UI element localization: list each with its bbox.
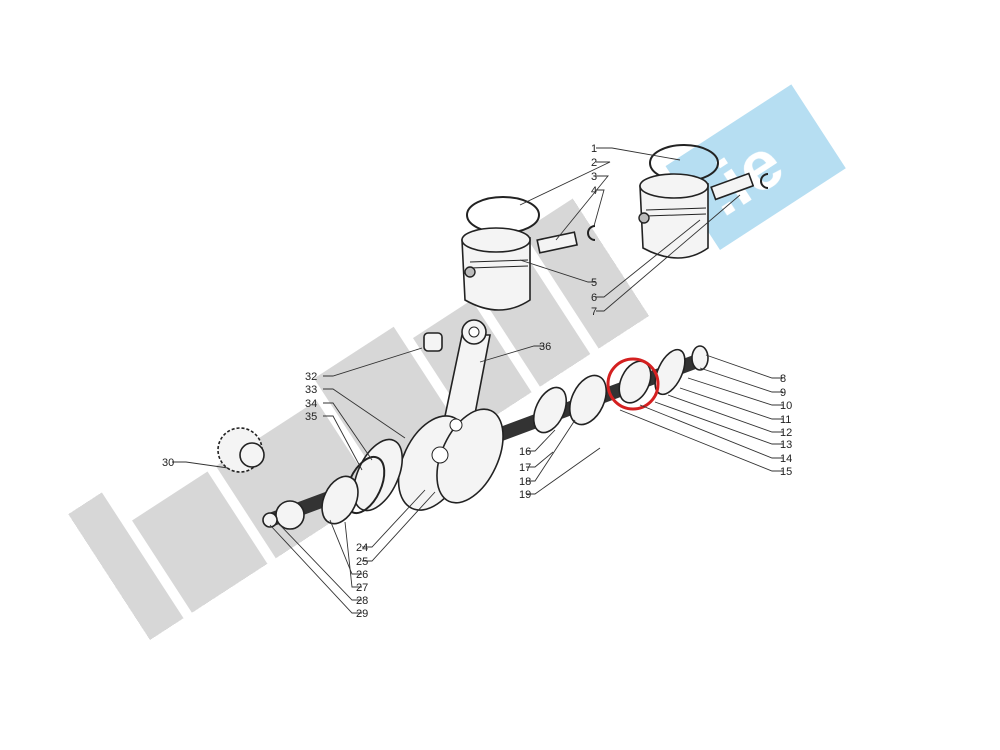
part-label: 19	[519, 489, 531, 501]
part-label: 13	[780, 439, 792, 451]
part-label: 10	[780, 400, 792, 412]
part-label: 24	[356, 542, 368, 554]
part-label: 8	[780, 373, 786, 385]
part-label: 36	[539, 341, 551, 353]
part-label: 28	[356, 595, 368, 607]
part-label: 17	[519, 462, 531, 474]
part-label: 34	[305, 398, 317, 410]
crankshaft	[262, 345, 709, 530]
part-label: 33	[305, 384, 317, 396]
part-label: 16	[519, 446, 531, 458]
part-label: 27	[356, 582, 368, 594]
part-label: 5	[591, 277, 597, 289]
highlight-circle	[606, 357, 660, 411]
part-label: 18	[519, 476, 531, 488]
connecting-rod	[439, 319, 491, 441]
part-label: 35	[305, 411, 317, 423]
part-label: 15	[780, 466, 792, 478]
part-label: 1	[591, 143, 597, 155]
part-label: 3	[591, 171, 597, 183]
part-label: 4	[591, 185, 597, 197]
part-label: 9	[780, 387, 786, 399]
part-label: 30	[162, 457, 174, 469]
part-label: 11	[780, 414, 791, 426]
part-label: 25	[356, 556, 368, 568]
piston-right	[638, 144, 769, 259]
gear	[217, 427, 265, 473]
part-label: 12	[780, 427, 792, 439]
part-label: 26	[356, 569, 368, 581]
part-label: 6	[591, 292, 597, 304]
bush	[423, 332, 443, 352]
part-label: 32	[305, 371, 317, 383]
piston-left	[461, 196, 596, 311]
part-label: 14	[780, 453, 792, 465]
part-label: 29	[356, 608, 368, 620]
leader-lines	[172, 147, 783, 614]
part-label: 2	[591, 157, 597, 169]
part-labels: 1 2 3 4 5 6 7 8 9 10 11 12 13 14 15 16 1…	[162, 143, 792, 620]
part-label: 7	[591, 306, 597, 318]
